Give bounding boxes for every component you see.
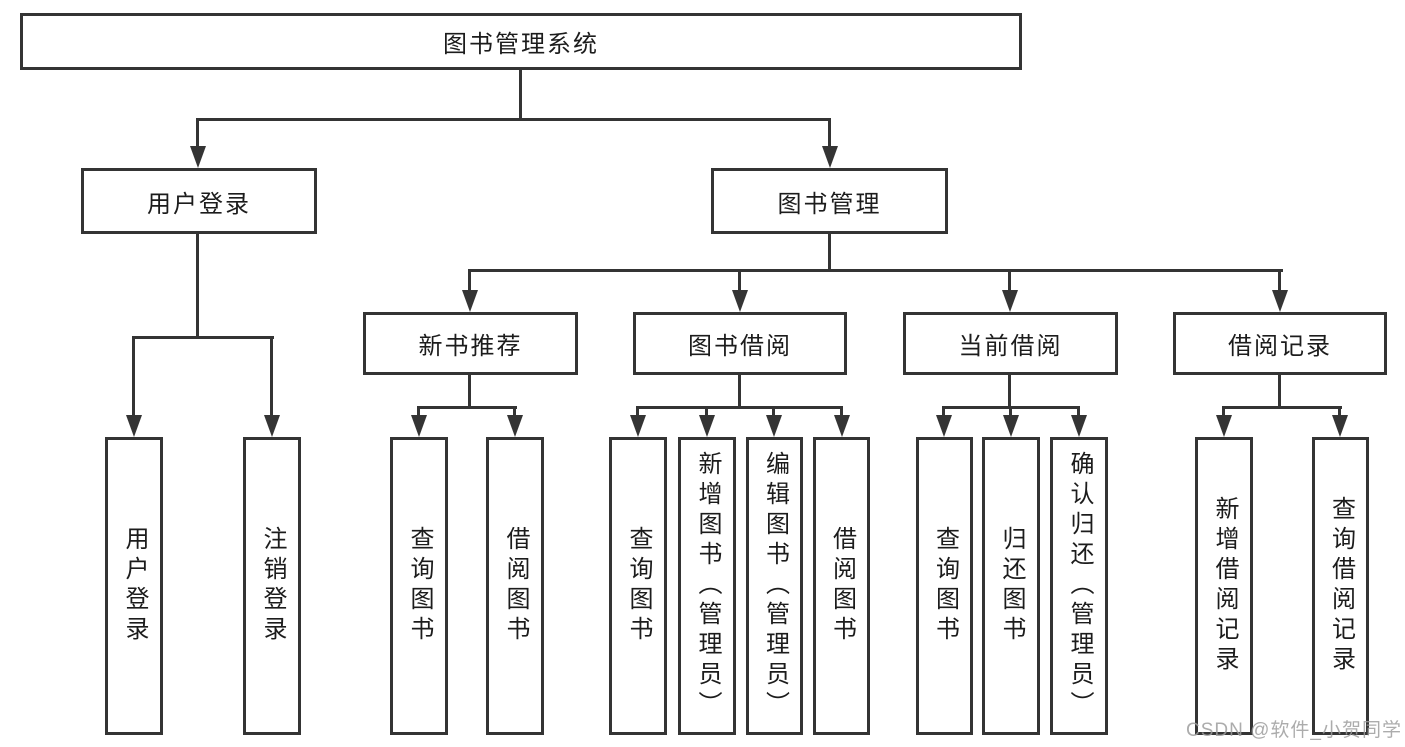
connector-line [636,406,843,409]
arrow-down-icon [1002,290,1018,312]
connector-line [1009,406,1012,415]
connector-line [636,406,639,415]
connector-line [1222,406,1342,409]
connector-line [1077,406,1080,415]
leaf-confirm-return-admin: 确认归还（管理员） [1050,437,1108,735]
node-new-book-recommend: 新书推荐 [363,312,578,375]
connector-line [705,406,708,415]
arrow-down-icon [507,415,523,437]
leaf-borrow-books-recommend: 借阅图书 [486,437,544,735]
arrow-down-icon [1272,290,1288,312]
leaf-user-login: 用户登录 [105,437,163,735]
node-library-management-system: 图书管理系统 [20,13,1022,70]
connector-line [772,406,775,415]
leaf-query-books-current: 查询图书 [916,437,973,735]
leaf-query-borrow-record: 查询借阅记录 [1312,437,1369,735]
arrow-down-icon [766,415,782,437]
connector-line [828,118,831,146]
connector-line [468,375,471,408]
leaf-query-books-recommend: 查询图书 [390,437,448,735]
connector-line [513,406,516,415]
arrow-down-icon [732,290,748,312]
leaf-borrow-books-borrowing: 借阅图书 [813,437,870,735]
connector-line [1222,406,1225,415]
arrow-down-icon [834,415,850,437]
connector-line [197,118,830,121]
arrow-down-icon [630,415,646,437]
arrow-down-icon [190,146,206,168]
node-current-borrowing: 当前借阅 [903,312,1118,375]
connector-line [270,336,273,415]
node-book-management: 图书管理 [711,168,948,234]
connector-line [1278,269,1281,290]
leaf-add-books-admin: 新增图书（管理员） [678,437,736,735]
connector-line [196,234,199,338]
leaf-edit-books-admin: 编辑图书（管理员） [746,437,803,735]
arrow-down-icon [411,415,427,437]
connector-line [468,269,471,290]
connector-line [840,406,843,415]
arrow-down-icon [1003,415,1019,437]
connector-line [196,118,199,146]
arrow-down-icon [822,146,838,168]
connector-line [1338,406,1341,415]
leaf-return-books: 归还图书 [982,437,1040,735]
arrow-down-icon [936,415,952,437]
connector-line [417,406,420,415]
connector-line [1008,269,1011,290]
connector-line [828,234,831,271]
connector-line [469,269,1283,272]
node-book-borrowing: 图书借阅 [633,312,847,375]
arrow-down-icon [462,290,478,312]
arrow-down-icon [126,415,142,437]
watermark: CSDN @软件_小贺同学 [1186,720,1402,741]
leaf-add-borrow-record: 新增借阅记录 [1195,437,1253,735]
node-user-login: 用户登录 [81,168,317,234]
connector-line [738,269,741,290]
arrow-down-icon [264,415,280,437]
connector-line [738,375,741,408]
connector-line [1008,375,1011,408]
arrow-down-icon [699,415,715,437]
arrow-down-icon [1216,415,1232,437]
connector-line [417,406,517,409]
connector-line [132,336,135,415]
arrow-down-icon [1332,415,1348,437]
connector-line [519,70,522,119]
arrow-down-icon [1071,415,1087,437]
node-borrowing-records: 借阅记录 [1173,312,1387,375]
connector-line [133,336,274,339]
leaf-logout: 注销登录 [243,437,301,735]
leaf-query-books-borrowing: 查询图书 [609,437,667,735]
connector-line [942,406,945,415]
connector-line [1278,375,1281,408]
